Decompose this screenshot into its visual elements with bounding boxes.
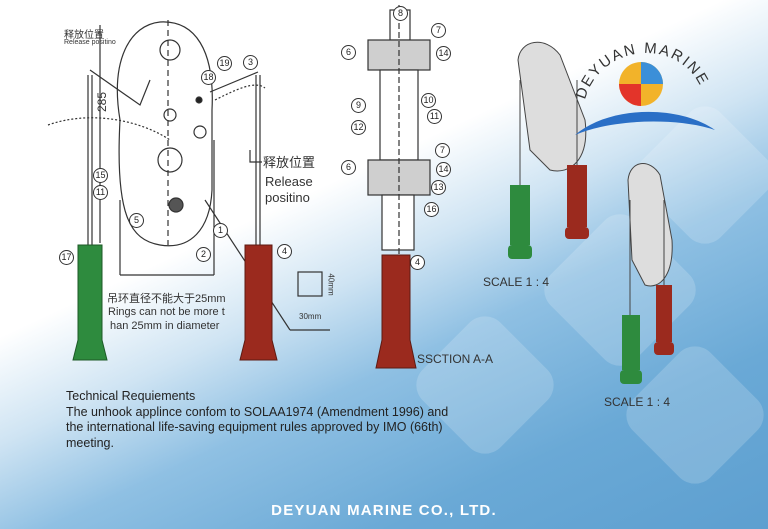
callout-number: 18 — [201, 70, 216, 85]
green-handle-top-right — [510, 185, 530, 245]
release-label-en-right-1: Release — [265, 174, 313, 189]
company-logo — [575, 62, 715, 135]
tech-line-1: The unhook applince confom to SOLAA1974 … — [66, 404, 449, 419]
release-label-en-left: Release positino — [64, 39, 116, 46]
callout-number: 9 — [351, 98, 366, 113]
callout-number: 15 — [93, 168, 108, 183]
callout-number: 7 — [431, 23, 446, 38]
callout-number: 16 — [424, 202, 439, 217]
release-label-en-right-2: positino — [265, 190, 310, 205]
section-title: SSCTION A-A — [417, 352, 494, 366]
callout-number: 10 — [421, 93, 436, 108]
ring-note-en-1: Rings can not be more t — [108, 306, 225, 318]
tech-line-3: meeting. — [66, 435, 114, 450]
callout-number: 14 — [436, 46, 451, 61]
callout-number: 11 — [93, 185, 108, 200]
svg-text:DEYUAN MARINE: DEYUAN MARINE — [572, 40, 712, 101]
callout-number: 19 — [217, 56, 232, 71]
release-label-cn-left: 释放位置 — [64, 30, 104, 41]
red-handle-section — [375, 254, 417, 369]
callout-number: 11 — [427, 109, 442, 124]
callout-number: 17 — [59, 250, 74, 265]
callout-number: 1 — [213, 223, 228, 238]
dimension-285: 285 — [95, 91, 110, 113]
red-handle-top-right — [567, 165, 587, 227]
callout-number: 6 — [341, 45, 356, 60]
callout-number: 3 — [243, 55, 258, 70]
callout-number: 8 — [393, 6, 408, 21]
green-handle-bottom-right — [622, 315, 640, 370]
technical-requirements: Technical Requiements The unhook applinc… — [66, 389, 546, 451]
callout-number: 2 — [196, 247, 211, 262]
box-width: 30mm — [299, 312, 322, 321]
callout-number: 5 — [129, 213, 144, 228]
callout-number: 7 — [435, 143, 450, 158]
scale-bottom: SCALE 1 : 4 — [604, 395, 671, 409]
ring-note-en-2: han 25mm in diameter — [110, 320, 220, 332]
release-label-cn-right: 释放位置 — [263, 155, 316, 170]
scale-top: SCALE 1 : 4 — [483, 275, 550, 289]
red-handle-bottom-right — [656, 285, 672, 342]
tech-line-2: the international life-saving equipment … — [66, 420, 443, 434]
footer-company-name: DEYUAN MARINE CO., LTD. — [271, 502, 497, 519]
callout-number: 4 — [410, 255, 425, 270]
callout-number: 4 — [277, 244, 292, 259]
box-height: 40mm — [326, 273, 336, 296]
callout-number: 6 — [341, 160, 356, 175]
tech-heading: Technical Requiements — [66, 389, 196, 403]
callout-number: 12 — [351, 120, 366, 135]
green-handle-left — [72, 244, 108, 361]
red-handle-left — [239, 244, 278, 361]
ring-note-cn: 吊环直径不能大于25mm — [107, 293, 226, 305]
callout-number: 13 — [431, 180, 446, 195]
callout-number: 14 — [436, 162, 451, 177]
